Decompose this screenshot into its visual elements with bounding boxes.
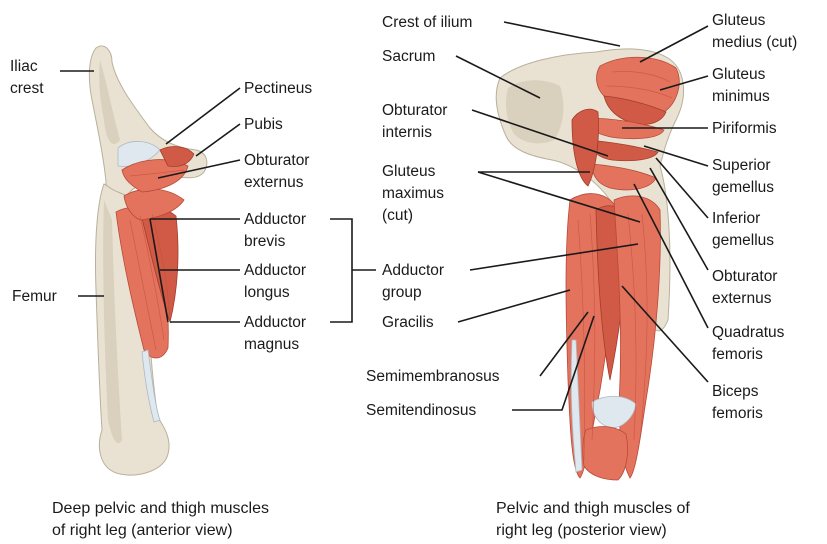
label-obturator-internis: Obturator	[382, 102, 447, 119]
label-pectineus: Pectineus	[244, 80, 312, 97]
label-semitendinosus: Semitendinosus	[366, 402, 477, 419]
caption-posterior-view: Pelvic and thigh muscles of	[496, 500, 690, 517]
label-sacrum: Sacrum	[382, 48, 435, 65]
svg-text:right leg (posterior view): right leg (posterior view)	[496, 522, 667, 539]
sacrum-bone	[506, 80, 563, 143]
label-obturator-externus-right: Obturator	[712, 268, 777, 285]
label-gluteus-minimus: Gluteus	[712, 66, 766, 83]
svg-text:longus: longus	[244, 284, 290, 301]
svg-text:of right leg (anterior view): of right leg (anterior view)	[52, 522, 233, 539]
label-piriformis: Piriformis	[712, 120, 777, 137]
svg-text:group: group	[382, 284, 422, 301]
label-gluteus-maximus: Gluteus	[382, 163, 436, 180]
label-adductor-brevis: Adductor	[244, 211, 306, 228]
svg-text:gemellus: gemellus	[712, 179, 774, 196]
label-crest-of-ilium: Crest of ilium	[382, 14, 472, 31]
anterior-view-illustration	[89, 46, 206, 475]
svg-text:medius (cut): medius (cut)	[712, 34, 797, 51]
gastrocnemius-heads	[583, 427, 628, 480]
svg-text:internis: internis	[382, 124, 432, 141]
label-superior-gemellus: Superior	[712, 157, 771, 174]
svg-text:gemellus: gemellus	[712, 232, 774, 249]
label-inferior-gemellus: Inferior	[712, 210, 760, 227]
label-biceps-femoris: Biceps	[712, 383, 759, 400]
svg-text:externus: externus	[712, 290, 772, 307]
caption-anterior-view: Deep pelvic and thigh muscles	[52, 500, 269, 517]
label-iliac-crest: Iliac	[10, 58, 38, 75]
label-semimembranosus: Semimembranosus	[366, 368, 500, 385]
label-adductor-longus: Adductor	[244, 262, 306, 279]
label-gracilis: Gracilis	[382, 314, 434, 331]
svg-text:brevis: brevis	[244, 233, 286, 250]
svg-text:(cut): (cut)	[382, 207, 413, 224]
label-pubis: Pubis	[244, 116, 283, 133]
svg-text:externus: externus	[244, 174, 304, 191]
svg-text:maximus: maximus	[382, 185, 444, 202]
label-quadratus-femoris: Quadratus	[712, 324, 785, 341]
posterior-view-illustration	[496, 49, 683, 480]
label-adductor-magnus: Adductor	[244, 314, 306, 331]
label-adductor-group: Adductor	[382, 262, 444, 279]
anterior-view-labels: Iliac crest Pectineus Pubis Obturator ex…	[10, 58, 444, 539]
label-gluteus-medius: Gluteus	[712, 12, 766, 29]
svg-text:femoris: femoris	[712, 405, 763, 422]
label-femur: Femur	[12, 288, 57, 305]
svg-text:crest: crest	[10, 80, 44, 97]
svg-text:femoris: femoris	[712, 346, 763, 363]
svg-text:magnus: magnus	[244, 336, 299, 353]
label-obturator-externus-left: Obturator	[244, 152, 309, 169]
svg-text:minimus: minimus	[712, 88, 770, 105]
